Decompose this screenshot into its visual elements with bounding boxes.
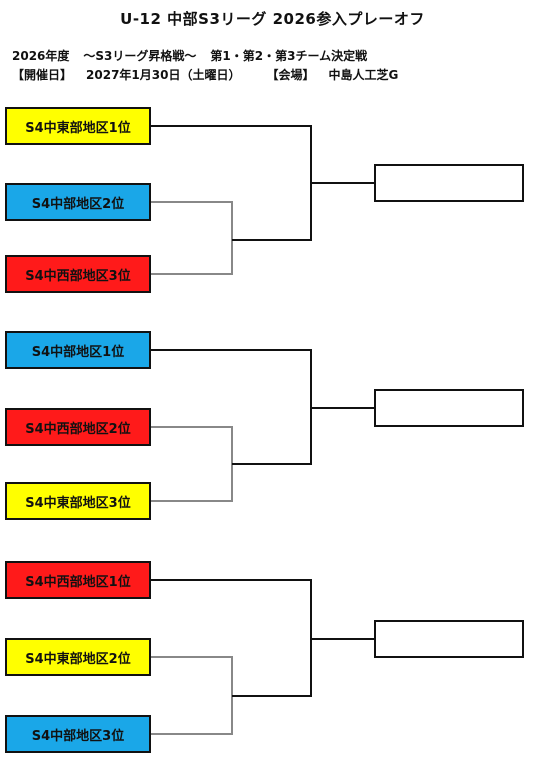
- bracket-line: [232, 183, 312, 241]
- venue-label: 【会場】: [266, 68, 315, 82]
- team-slot-g2-1: S4中部地区1位: [5, 331, 151, 369]
- bracket-line: [151, 579, 374, 640]
- bracket-line: [151, 349, 374, 409]
- team-slot-g3-2: S4中東部地区2位: [5, 638, 151, 676]
- season-year: 2026年度: [12, 49, 70, 63]
- team-slot-g3-3: S4中部地区3位: [5, 715, 151, 753]
- page-title: U-12 中部S3リーグ 2026参入プレーオフ: [120, 10, 425, 28]
- team-slot-g1-3: S4中西部地区3位: [5, 255, 151, 293]
- team-slot-g2-2: S4中西部地区2位: [5, 408, 151, 446]
- bracket-line: [151, 426, 233, 502]
- event-name: ～S3リーグ昇格戦～: [83, 49, 197, 63]
- event-info-line: 2026年度 ～S3リーグ昇格戦～ 第1・第2・第3チーム決定戦: [12, 47, 367, 64]
- winner-slot-g3: [374, 620, 524, 658]
- team-slot-g1-1: S4中東部地区1位: [5, 107, 151, 145]
- bracket-line: [151, 201, 233, 275]
- bracket-line: [232, 408, 312, 465]
- bracket-line: [232, 639, 312, 697]
- team-slot-g1-2: S4中部地区2位: [5, 183, 151, 221]
- decision-match: 第1・第2・第3チーム決定戦: [210, 49, 368, 63]
- date-label: 【開催日】: [12, 68, 73, 82]
- event-date: 2027年1月30日（土曜日）: [86, 68, 241, 82]
- winner-slot-g1: [374, 164, 524, 202]
- team-slot-g3-1: S4中西部地区1位: [5, 561, 151, 599]
- bracket-line: [151, 125, 374, 184]
- bracket-line: [151, 656, 233, 735]
- schedule-line: 【開催日】 2027年1月30日（土曜日） 【会場】中島人工芝G: [12, 66, 398, 83]
- winner-slot-g2: [374, 389, 524, 427]
- venue-name: 中島人工芝G: [328, 68, 399, 82]
- team-slot-g2-3: S4中東部地区3位: [5, 482, 151, 520]
